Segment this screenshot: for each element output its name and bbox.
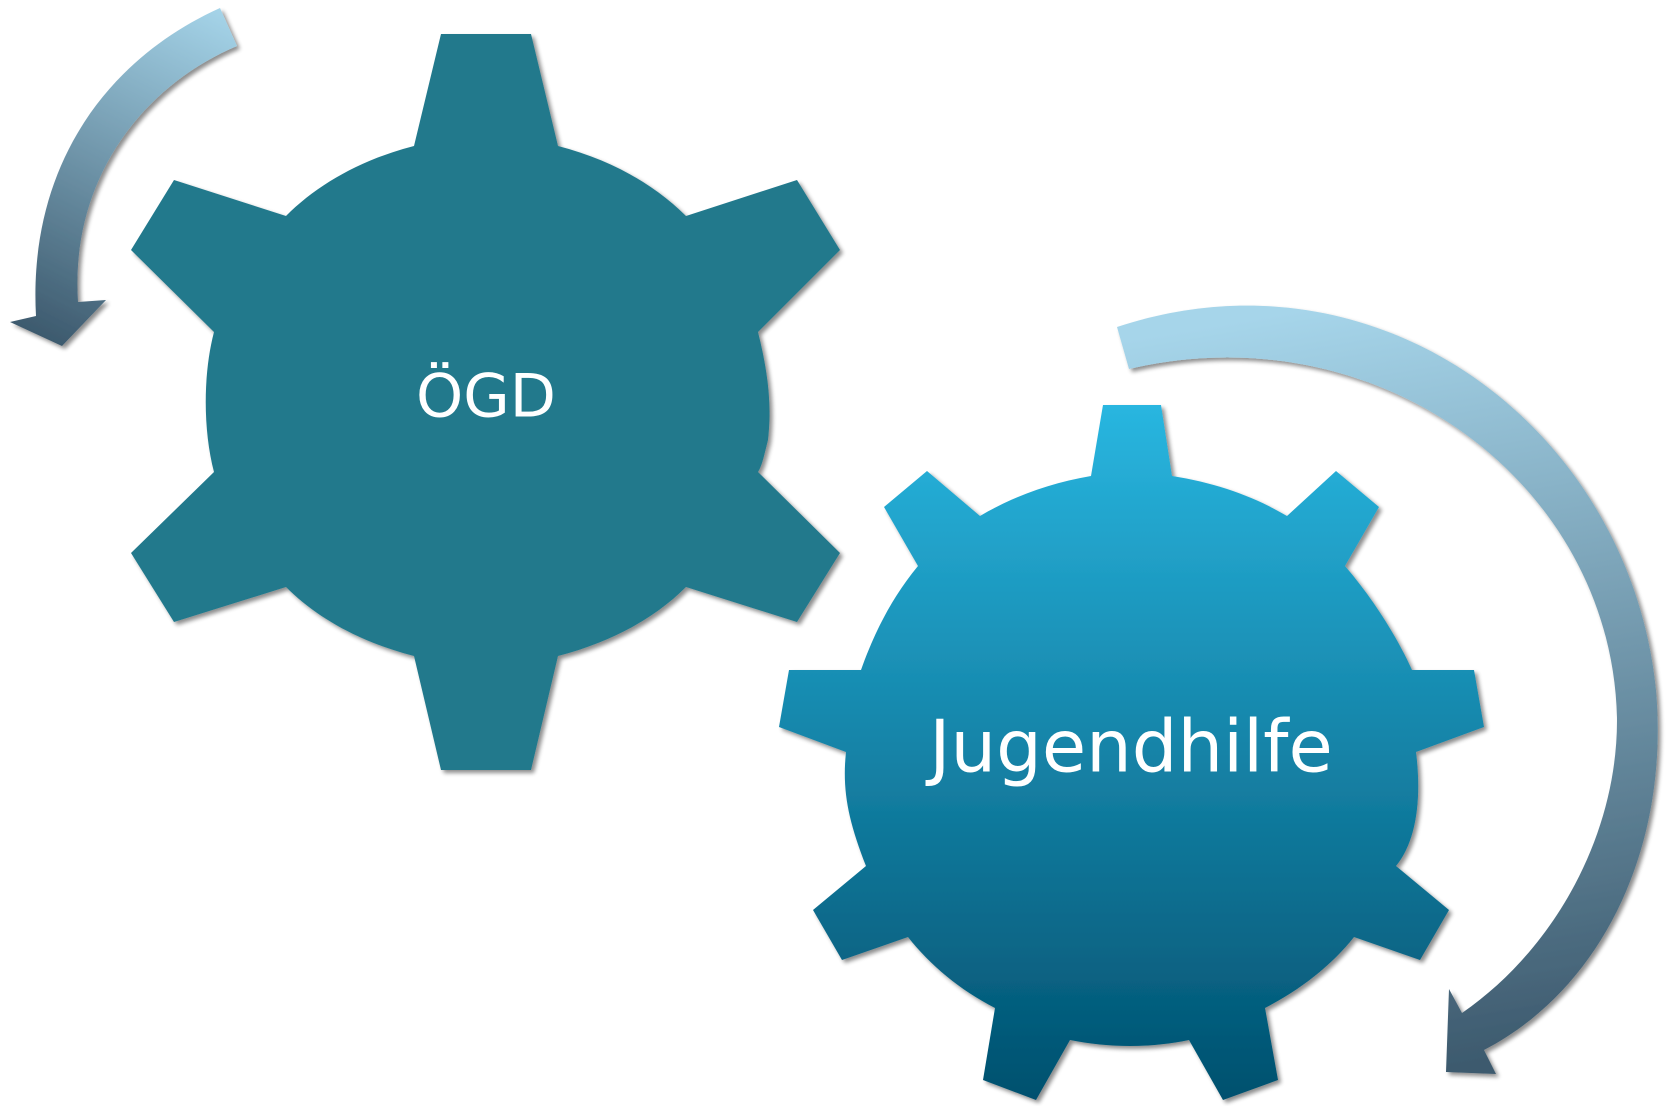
jugendhilfe-label: Jugendhilfe [925,705,1333,789]
counterclockwise-arrow [10,8,237,346]
oegd-label: ÖGD [416,361,556,432]
oegd-gear [131,34,840,770]
jugendhilfe-gear [779,405,1484,1100]
